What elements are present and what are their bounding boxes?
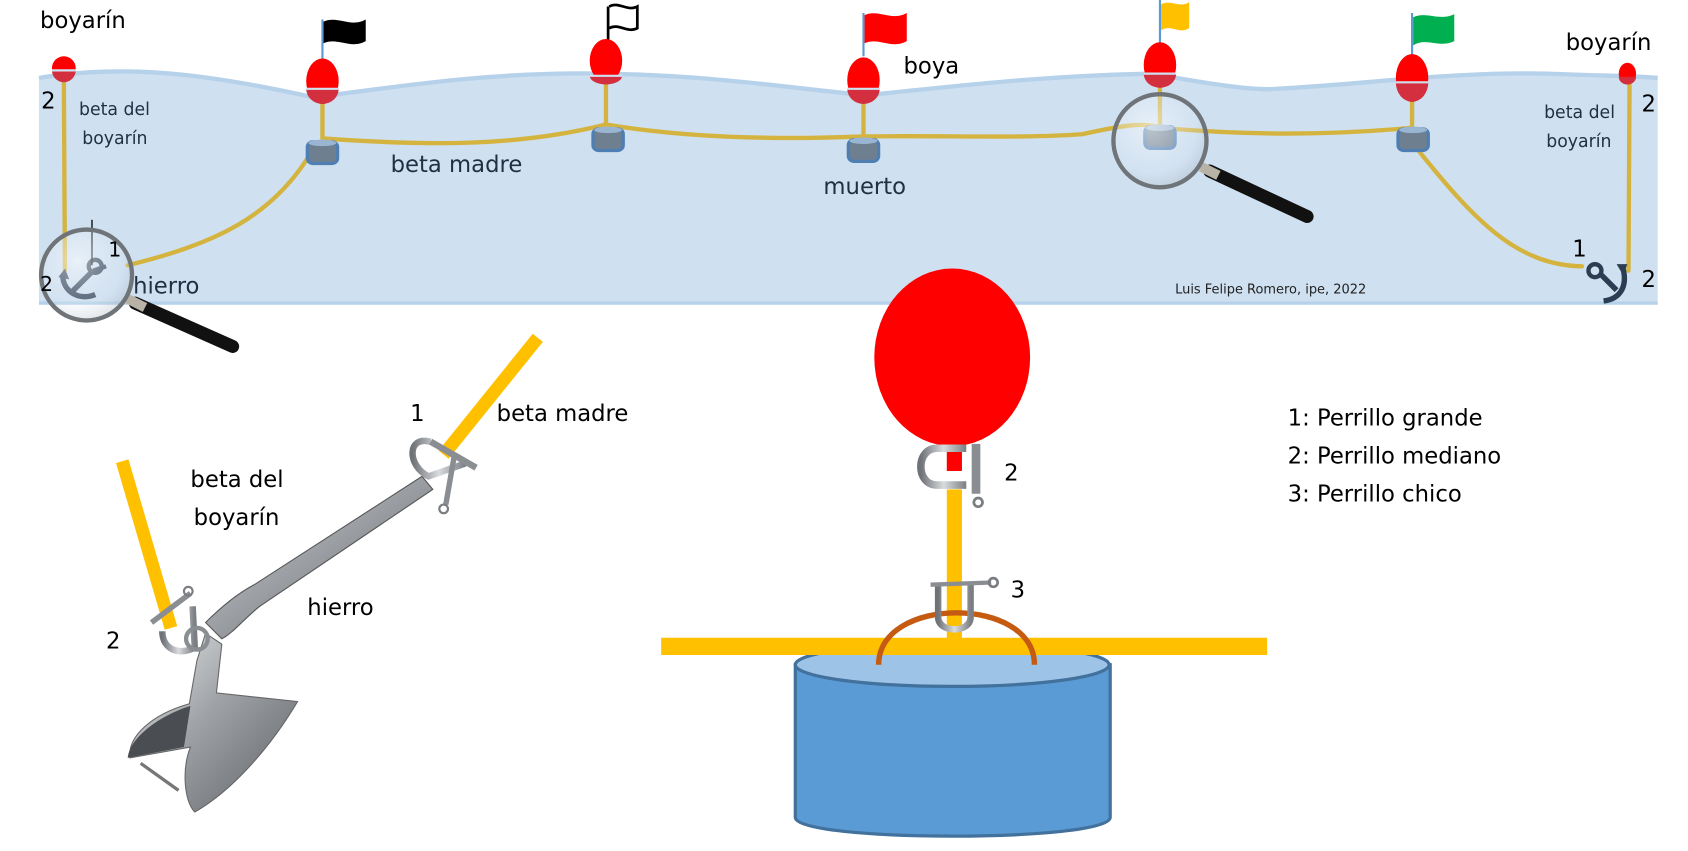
right-beta-boyarin-label-2: boyarín xyxy=(1546,132,1611,152)
green-flag-icon xyxy=(1413,14,1455,46)
black-flag-icon xyxy=(323,19,366,45)
buoy-red-flag xyxy=(847,12,907,104)
magnifier-icon xyxy=(1111,92,1314,224)
buoy-black-flag xyxy=(306,19,366,104)
right-anchor-number-2: 2 xyxy=(1641,267,1655,293)
muerto-label: muerto xyxy=(823,174,906,200)
hierro-label: hierro xyxy=(133,273,199,299)
weight-handle xyxy=(875,610,1038,665)
mooring-detail: 2 3 xyxy=(661,268,1268,838)
detail-buoy xyxy=(874,268,1031,447)
boya-label: boya xyxy=(904,54,960,80)
legend-item-2: 2: Perrillo mediano xyxy=(1288,443,1502,469)
weight-cylinder-body xyxy=(793,663,1112,838)
weight-icon xyxy=(1396,126,1430,153)
anchor-detail-beta-boyarin-2: boyarín xyxy=(194,505,280,531)
shackle-3-mooring xyxy=(930,576,1000,633)
buoy-green-flag xyxy=(1395,12,1455,102)
right-boyarin-buoy xyxy=(1618,62,1637,85)
outline-flag-icon xyxy=(608,3,639,32)
anchor-detail-beta-boyarin-1: beta del xyxy=(190,467,283,493)
left-top-shackle-number: 2 xyxy=(41,88,55,114)
right-anchor-number-1: 1 xyxy=(1572,237,1586,263)
buoy-outline-flag xyxy=(589,3,639,85)
left-beta-boyarin-label-1: beta del xyxy=(79,100,150,120)
left-boyarin-buoy xyxy=(51,56,76,83)
anchor-detail-number-2: 2 xyxy=(106,629,120,655)
red-flag-icon xyxy=(864,12,907,45)
anchor-detail-hierro: hierro xyxy=(307,595,373,621)
mooring-number-2: 2 xyxy=(1004,461,1018,487)
right-boyarin-label: boyarín xyxy=(1566,30,1652,56)
left-anchor-number-2: 2 xyxy=(40,272,53,296)
left-boyarin-label: boyarín xyxy=(40,8,126,34)
anchor-detail-beta-madre: beta madre xyxy=(497,401,629,427)
anchor-fluke xyxy=(129,632,299,813)
right-beta-boyarin-rope xyxy=(1626,75,1632,273)
beta-boyarin-rope-detail xyxy=(116,459,178,630)
left-anchor-number-1: 1 xyxy=(108,238,121,262)
shackle-2-detail xyxy=(149,585,210,655)
weight-icon xyxy=(591,126,625,153)
water-body xyxy=(38,71,1658,304)
buoys xyxy=(51,0,1637,104)
shackle-2-mooring xyxy=(917,443,984,509)
credit-text: Luis Felipe Romero, ipe, 2022 xyxy=(1175,282,1366,297)
magnifier-icon xyxy=(38,227,240,353)
weight-icon xyxy=(305,139,340,166)
weight-icon xyxy=(846,137,881,163)
mooring-number-3: 3 xyxy=(1011,578,1025,604)
right-top-shackle-number: 2 xyxy=(1641,92,1655,118)
beta-madre-rope-detail xyxy=(438,333,543,459)
legend-item-3: 3: Perrillo chico xyxy=(1288,481,1462,507)
right-hierro-rope xyxy=(1415,147,1585,269)
buoy-stem xyxy=(946,438,962,471)
right-anchor-icon xyxy=(1586,262,1628,304)
yellow-flag-icon xyxy=(1161,2,1190,31)
anchor-detail-number-1: 1 xyxy=(410,401,424,427)
anchor-detail: 1 beta madre beta del boyarín hierro 2 xyxy=(106,333,629,813)
buoy-yellow-flag xyxy=(1143,0,1190,88)
legend-item-1: 1: Perrillo grande xyxy=(1288,405,1483,431)
left-beta-boyarin-label-2: boyarín xyxy=(82,129,147,149)
shackle-legend: 1: Perrillo grande 2: Perrillo mediano 3… xyxy=(1288,405,1502,507)
left-hierro-rope xyxy=(125,154,311,268)
beta-madre-label: beta madre xyxy=(391,152,523,178)
anchor-shank xyxy=(204,475,434,640)
right-beta-boyarin-label-1: beta del xyxy=(1544,103,1615,123)
shackle-1-detail xyxy=(409,437,478,515)
